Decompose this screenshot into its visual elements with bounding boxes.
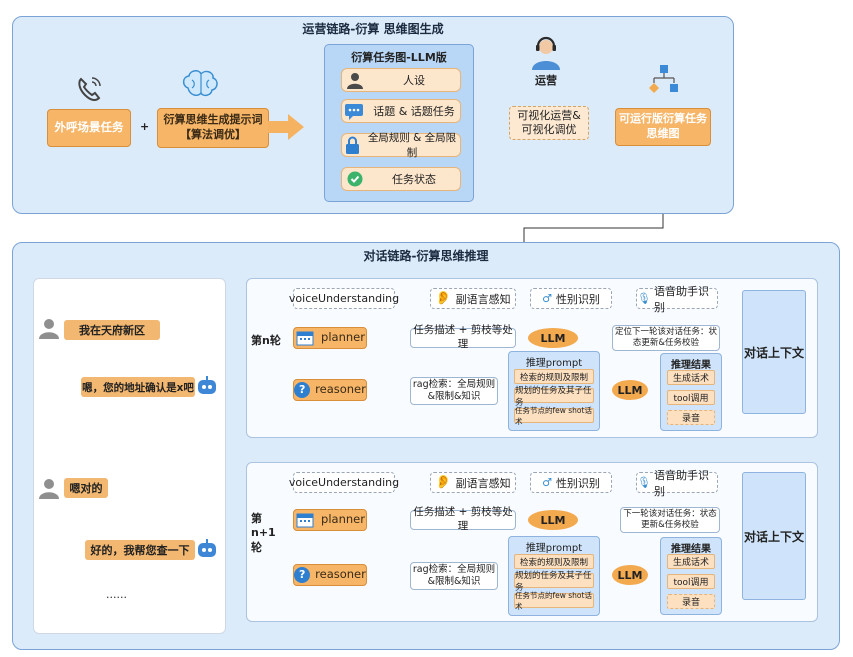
planner-box: planner <box>293 327 367 349</box>
reasoner-box: ? reasoner <box>293 379 367 401</box>
assistant-label: 语音助手识别 <box>653 468 709 498</box>
microphone-icon: 🎙 <box>637 476 651 489</box>
lock-icon <box>346 136 359 154</box>
card-status: 任务状态 <box>341 167 461 191</box>
locate-task-box: 定位下一轮该对话任务：状态更新&任务校验 <box>612 325 720 351</box>
card-rules: 全局规则 & 全局限制 <box>341 132 461 159</box>
microphone-icon: 🎙 <box>637 292 651 305</box>
user-message-1: 我在天府新区 <box>64 320 160 340</box>
llm-task-panel-title: 衍算任务图-LLM版 <box>351 51 447 64</box>
prompt-title: 推理prompt <box>525 543 583 554</box>
calendar-icon <box>296 331 314 346</box>
prompt-item: 检索的规则及限制 <box>514 554 594 569</box>
voice-understanding-box: voiceUnderstanding <box>289 472 399 493</box>
prompt-item: 检索的规则及限制 <box>514 369 594 384</box>
gender-icon: ♂ <box>542 292 552 305</box>
result-item: tool调用 <box>667 574 715 589</box>
dialog-context-box: 对话上下文 <box>742 290 806 414</box>
calendar-icon <box>296 513 314 528</box>
reasoner-box: ? reasoner <box>293 564 367 586</box>
rag-box: rag检索：全局规则&限制&知识 <box>410 562 498 590</box>
paralanguage-label: 副语言感知 <box>455 292 511 306</box>
prompt-item: 任务节点的few shot话术 <box>514 406 594 426</box>
person-icon <box>347 73 363 89</box>
phone-icon <box>78 77 101 101</box>
card-rules-label: 全局规则 & 全局限制 <box>367 132 457 159</box>
ear-icon: 👂 <box>435 475 452 490</box>
paralanguage-label: 副语言感知 <box>455 476 511 490</box>
dialog-context-box: 对话上下文 <box>742 472 806 600</box>
check-circle-icon <box>347 171 363 187</box>
card-persona: 人设 <box>341 68 461 92</box>
prompt-item: 规划的任务及其子任务 <box>514 386 594 408</box>
runnable-taskgraph-box: 可运行版衍算任务思维图 <box>615 108 711 146</box>
task-desc-box: 任务描述 + 剪枝等处理 <box>410 506 516 532</box>
robot-icon <box>198 539 216 557</box>
user-avatar-icon <box>39 479 59 499</box>
reasoner-label: reasoner <box>315 567 366 582</box>
assistant-box: 🎙语音助手识别 <box>636 285 718 314</box>
planner-label: planner <box>321 512 365 527</box>
locate-task-box: 下一轮该对话任务：状态更新&任务校验 <box>620 507 720 533</box>
user-message-2: 嗯对的 <box>64 478 108 498</box>
card-persona-label: 人设 <box>403 74 425 87</box>
result-title: 推理结果 <box>671 544 711 555</box>
more-ellipsis: ...... <box>106 588 127 601</box>
result-item: 生成话术 <box>667 554 715 569</box>
llm-node-1: LLM <box>528 510 578 530</box>
prompt-item: 规划的任务及其子任务 <box>514 571 594 593</box>
chat-bubble-icon <box>345 104 363 120</box>
result-item: 录音 <box>667 594 715 609</box>
assistant-box: 🎙语音助手识别 <box>636 469 718 498</box>
question-icon: ? <box>294 567 311 583</box>
ear-icon: 👂 <box>435 291 452 306</box>
bot-message-2: 好的，我帮您查一下 <box>85 540 195 560</box>
gender-label: 性别识别 <box>555 476 600 490</box>
llm-node-2: LLM <box>612 565 648 585</box>
brain-icon <box>182 70 218 97</box>
gender-label: 性别识别 <box>555 292 600 306</box>
big-arrow-icon <box>268 114 304 140</box>
planner-label: planner <box>321 330 365 345</box>
task-desc-box: 任务描述 + 剪枝等处理 <box>410 324 516 350</box>
result-title: 推理结果 <box>671 360 711 371</box>
paralanguage-box: 👂副语言感知 <box>430 288 516 309</box>
bottom-panel-title: 对话链路-衍算思维推理 <box>363 249 489 263</box>
flowchart-icon <box>649 65 678 93</box>
question-icon: ? <box>294 382 311 398</box>
prompt-item: 任务节点的few shot话术 <box>514 591 594 611</box>
result-item: 录音 <box>667 410 715 425</box>
voice-understanding-box: voiceUnderstanding <box>289 288 399 309</box>
prompt-tool-box: 衍算思维生成提示词【算法调优】 <box>157 108 269 148</box>
result-item: tool调用 <box>667 390 715 405</box>
operator-label: 运营 <box>535 74 557 87</box>
gender-icon: ♂ <box>542 476 552 489</box>
top-panel-title: 运营链路-衍算 思维图生成 <box>302 22 444 36</box>
reasoner-label: reasoner <box>315 382 366 397</box>
visual-ops-box: 可视化运营& 可视化调优 <box>509 106 589 140</box>
robot-icon <box>198 376 216 394</box>
llm-node-2: LLM <box>612 380 648 400</box>
result-item: 生成话术 <box>667 370 715 385</box>
card-topics: 话题 & 话题任务 <box>341 99 461 123</box>
assistant-label: 语音助手识别 <box>653 284 709 314</box>
llm-node-1: LLM <box>528 328 578 348</box>
rag-box: rag检索：全局规则&限制&知识 <box>410 377 498 405</box>
gender-box: ♂性别识别 <box>530 472 612 493</box>
round-n1-label: 第n+1轮 <box>251 512 276 554</box>
bot-message-1: 嗯，您的地址确认是x吧 <box>81 377 195 397</box>
card-topics-label: 话题 & 话题任务 <box>373 105 455 118</box>
scene-task-box: 外呼场景任务 <box>47 109 131 147</box>
user-avatar-icon <box>39 319 59 339</box>
card-status-label: 任务状态 <box>392 173 436 186</box>
gender-box: ♂性别识别 <box>530 288 612 309</box>
prompt-title: 推理prompt <box>525 358 583 369</box>
plus-sign: + <box>140 120 150 133</box>
round-n-label: 第n轮 <box>251 334 281 347</box>
planner-box: planner <box>293 509 367 531</box>
operator-headset-icon <box>532 36 560 70</box>
paralanguage-box: 👂副语言感知 <box>430 472 516 493</box>
